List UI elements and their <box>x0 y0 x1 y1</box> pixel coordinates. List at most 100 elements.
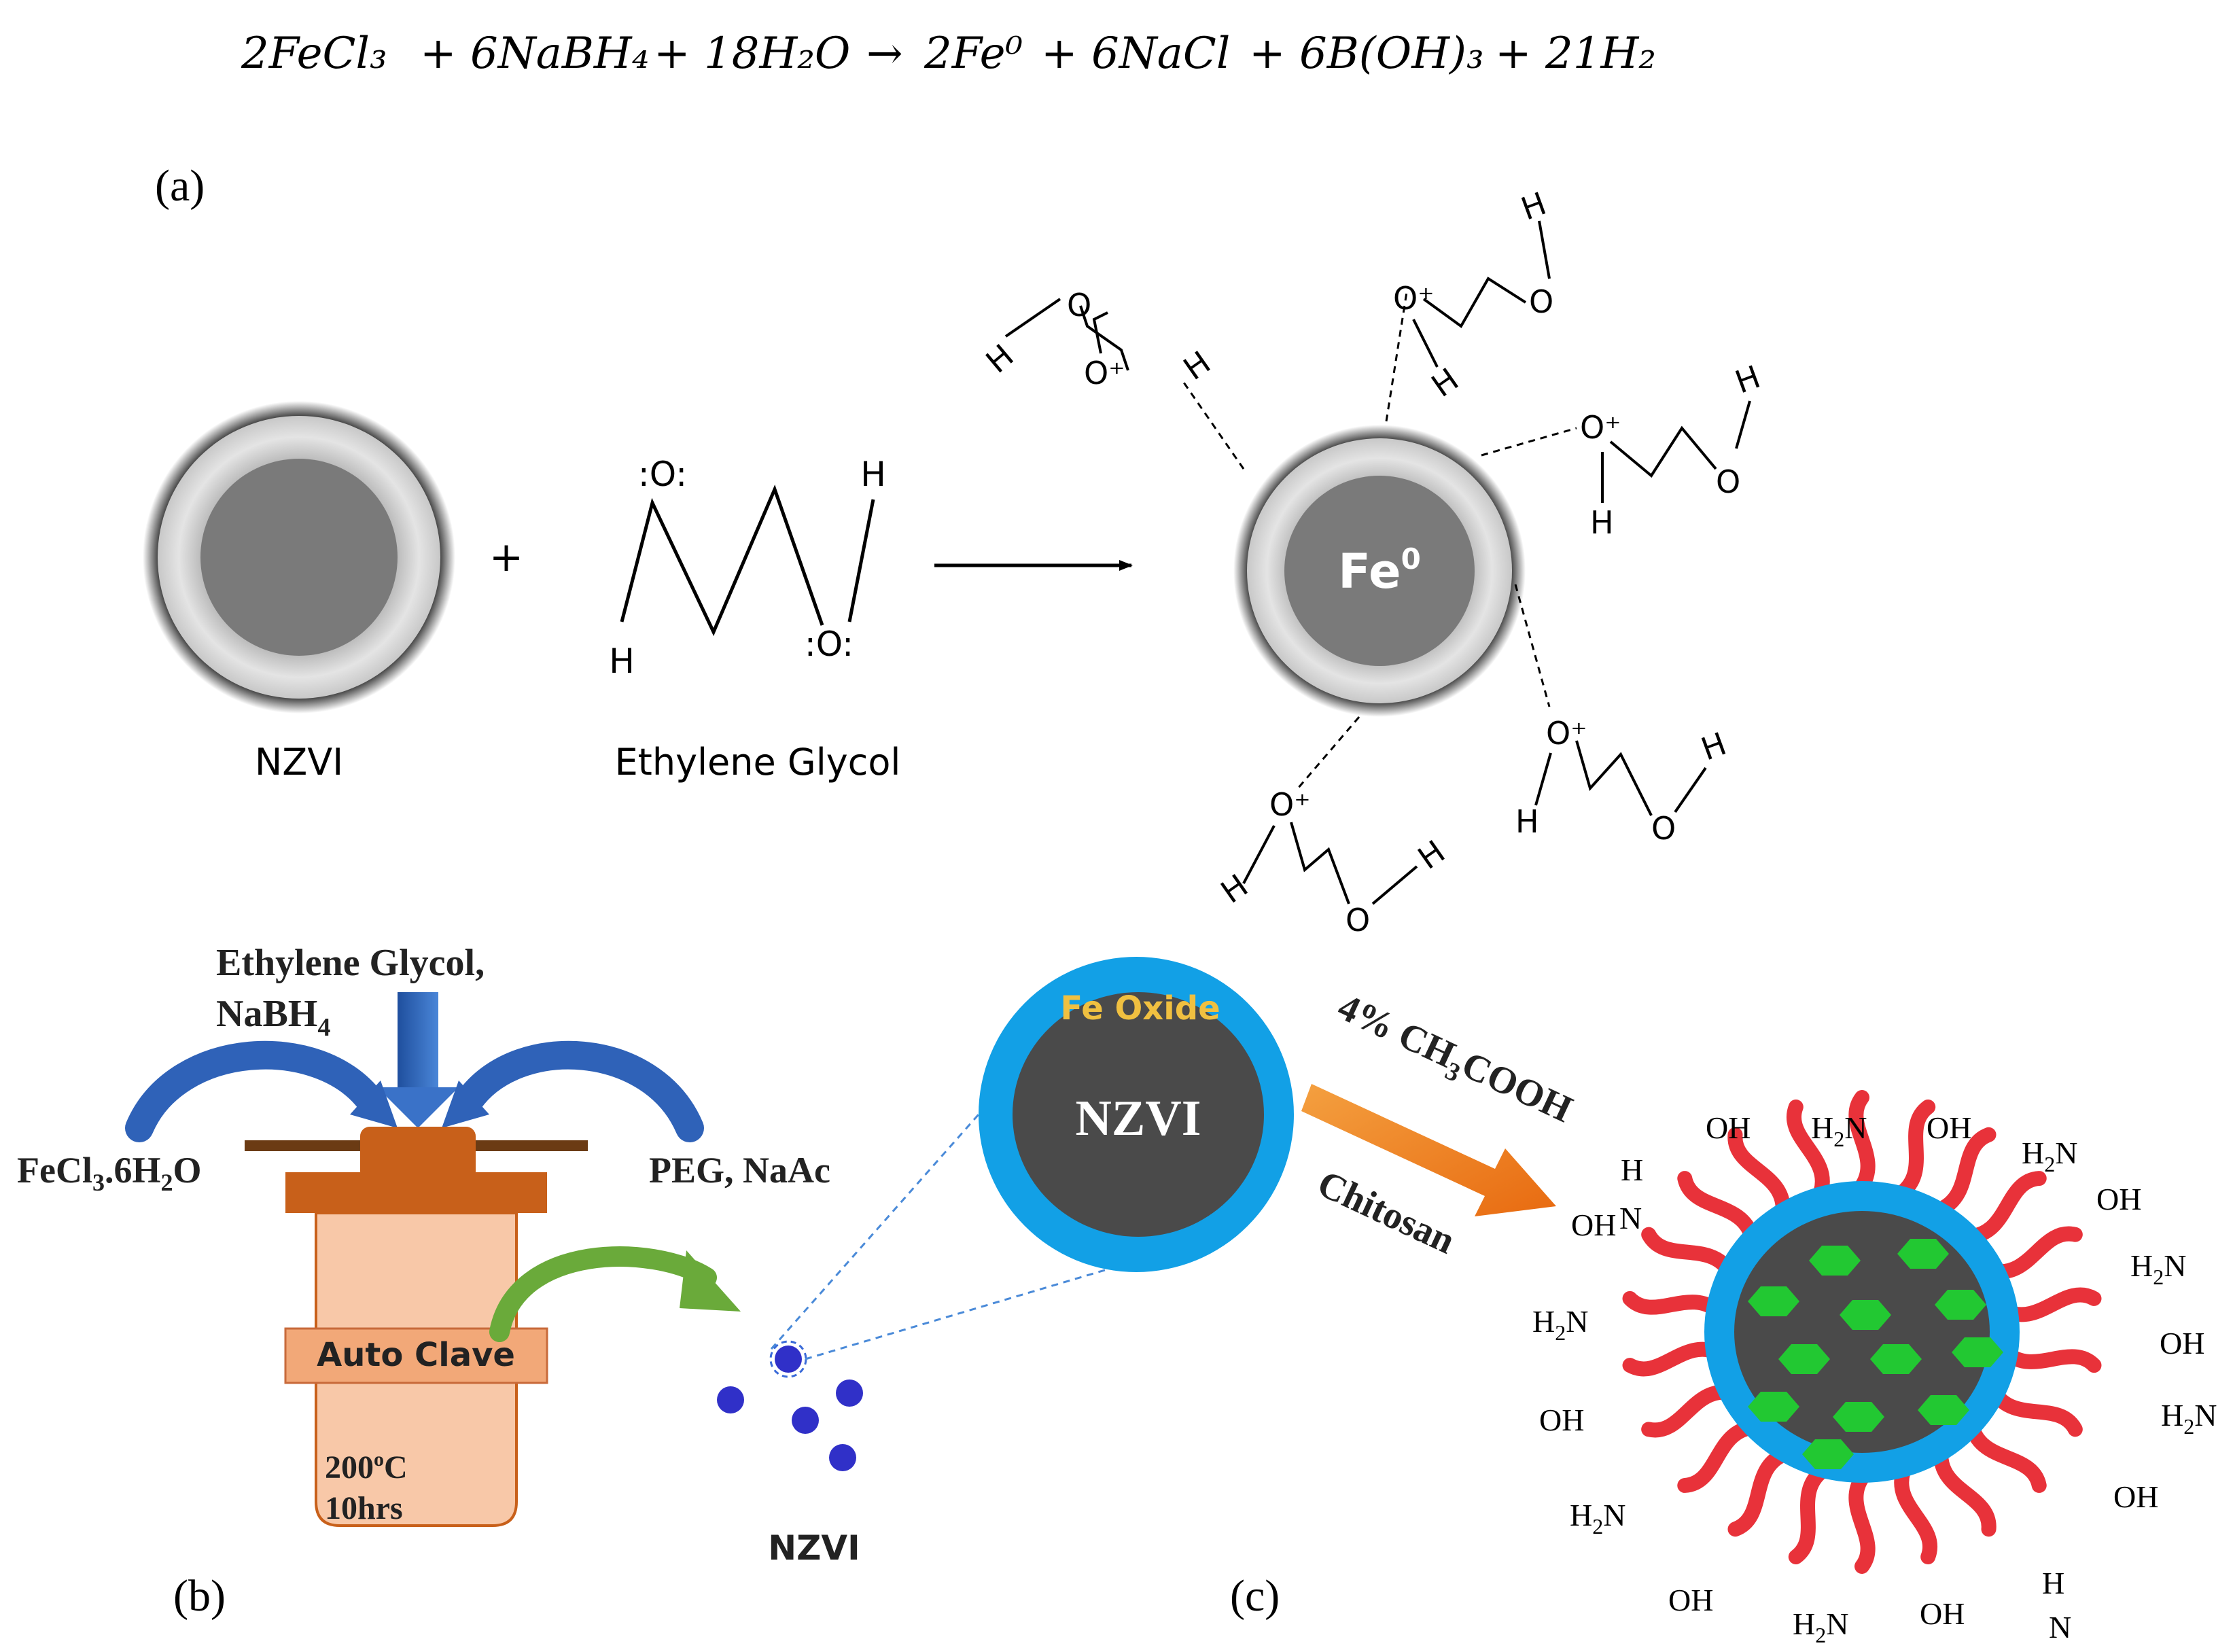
equation-reactant-fecl3: 2FeCl₃ <box>241 29 387 79</box>
group-h2n: H2N <box>2161 1398 2217 1439</box>
group-oh: OH <box>1539 1403 1584 1437</box>
eg-hydrogen-left: H <box>609 642 635 681</box>
group-h2n: H2N <box>1570 1498 1625 1539</box>
svg-text:O⁺: O⁺ <box>1393 280 1435 317</box>
left-reagent-label: FeCl3.6H2O <box>17 1150 201 1196</box>
fe0-particle: Fe0 <box>1233 425 1526 717</box>
svg-text:O⁺: O⁺ <box>1084 355 1125 391</box>
group-h2n: H2N <box>1793 1606 1848 1647</box>
svg-text:FeCl3.6H2O: FeCl3.6H2O <box>17 1150 201 1196</box>
panel-a-label: (a) <box>155 161 205 211</box>
green-hexagons <box>1748 1239 2003 1469</box>
chitosan-coated-nzvi <box>1622 1090 2102 1574</box>
right-reagent-label: PEG, NaAc <box>649 1150 830 1191</box>
group-h2n: H2N <box>2130 1248 2186 1289</box>
green-hexagon <box>1809 1246 1861 1276</box>
autoclave-time: 10hrs <box>325 1490 403 1526</box>
svg-text:O⁺: O⁺ <box>1269 786 1311 823</box>
autoclave-label: Auto Clave <box>317 1336 515 1374</box>
product-arrow <box>489 1246 741 1342</box>
fe-oxide-label: Fe Oxide <box>1060 989 1220 1027</box>
group-oh: OH <box>2113 1479 2158 1514</box>
green-hexagon <box>1897 1239 1949 1269</box>
nzvi-core-label: NZVI <box>1075 1091 1201 1146</box>
nanoparticle-label: NZVI <box>768 1528 860 1568</box>
eg-ligand-4: O⁺ O H H <box>1515 715 1731 847</box>
chitosan-chain <box>1727 1127 1791 1217</box>
svg-text:H: H <box>1696 725 1731 768</box>
equation-reactant-nabh4: 6NaBH₄ <box>470 29 649 79</box>
nzvi-label: NZVI <box>255 741 343 784</box>
svg-text:O: O <box>1529 283 1553 320</box>
chitosan-chain <box>1727 1447 1791 1537</box>
chitosan-chain <box>1641 1384 1737 1438</box>
chitosan-label: Chitosan <box>1312 1163 1462 1263</box>
fe0-label: Fe0 <box>1338 542 1421 599</box>
green-hexagon <box>1748 1286 1799 1316</box>
chitosan-chains <box>1622 1090 2102 1574</box>
chitosan-chain <box>1965 1420 2047 1493</box>
eg-ligand-5: O⁺ O H H <box>1214 786 1452 938</box>
svg-text:O⁺: O⁺ <box>1546 715 1587 752</box>
green-hexagon <box>1918 1395 1969 1425</box>
equation-plus: + <box>1249 29 1286 79</box>
svg-text:H: H <box>1177 344 1217 387</box>
ethylene-glycol-label: Ethylene Glycol <box>615 741 901 784</box>
eg-ligand-2: O⁺ O H H <box>1393 185 1553 404</box>
group-n: N <box>2049 1610 2071 1645</box>
svg-text:Ethylene Glycol,: Ethylene Glycol, <box>216 942 485 984</box>
autoclave-vessel: Auto Clave 200oC 10hrs <box>245 1127 588 1527</box>
green-hexagon <box>1840 1300 1891 1330</box>
reaction-equation: 2FeCl₃ + 6NaBH₄ + 18H₂O → 2Fe⁰ + 6NaCl +… <box>241 29 1656 79</box>
ethylene-glycol-structure: :O: H H :O: <box>609 455 886 681</box>
eg-oxygen-top: :O: <box>638 455 687 494</box>
equation-arrow: → <box>866 29 903 79</box>
green-hexagon <box>1778 1344 1830 1374</box>
eg-oxygen-bottom: :O: <box>805 625 854 664</box>
fe0-core <box>1284 476 1475 666</box>
nzvi-nanoparticles <box>717 1340 863 1471</box>
equation-product-fe0: 2Fe⁰ <box>924 29 1023 79</box>
group-h: H <box>1621 1153 1643 1187</box>
chitosan-chain <box>1894 1464 1937 1565</box>
chitosan-chain <box>1987 1226 2083 1280</box>
svg-text:H: H <box>1411 833 1452 877</box>
zoom-lines <box>770 1114 1149 1360</box>
group-oh: OH <box>2096 1182 2141 1216</box>
equation-plus: + <box>1041 29 1078 79</box>
chitosan-chain <box>1999 1287 2102 1322</box>
group-h2n: H2N <box>1532 1304 1588 1345</box>
eg-ligand-1: O⁺ O H H <box>979 287 1217 391</box>
green-hexagon <box>1833 1402 1884 1432</box>
svg-text:H: H <box>1730 358 1765 401</box>
nzvi-particle-shell <box>143 401 455 714</box>
svg-text:H: H <box>1425 361 1465 404</box>
chitosan-chain <box>1677 1171 1759 1244</box>
functionalization-arrow <box>1301 1084 1556 1216</box>
chitosan-chain <box>1848 1471 1876 1574</box>
svg-text:O: O <box>1346 902 1370 938</box>
equation-plus: + <box>654 29 690 79</box>
reagent-inlet-arrows <box>125 992 704 1142</box>
svg-text:H: H <box>1590 504 1614 541</box>
svg-text:O: O <box>1716 463 1740 500</box>
chitosan-chain <box>1677 1420 1759 1493</box>
chitosan-chain <box>1999 1345 2102 1373</box>
group-h2n: H2N <box>2022 1136 2077 1176</box>
nzvi-core <box>200 459 398 656</box>
group-h2n: H2N <box>1811 1110 1867 1151</box>
svg-text:H: H <box>1515 803 1539 840</box>
equation-product-nacl: 6NaCl <box>1091 29 1230 79</box>
group-oh: OH <box>1571 1208 1616 1242</box>
equation-product-h2: 21H₂ <box>1545 29 1656 79</box>
group-n: N <box>1619 1201 1642 1235</box>
functional-group-labels: OH H2N OH H2N OH H OH N H2N H2N OH H2N O… <box>1532 1110 2217 1647</box>
svg-text:O: O <box>1651 810 1676 847</box>
group-oh: OH <box>1668 1583 1713 1617</box>
eg-ligand-3: O⁺ O H H <box>1580 358 1765 541</box>
chitosan-chain <box>1641 1227 1737 1279</box>
green-hexagon <box>1802 1439 1854 1469</box>
svg-text:O: O <box>1067 287 1091 323</box>
green-hexagon <box>1952 1337 2003 1367</box>
